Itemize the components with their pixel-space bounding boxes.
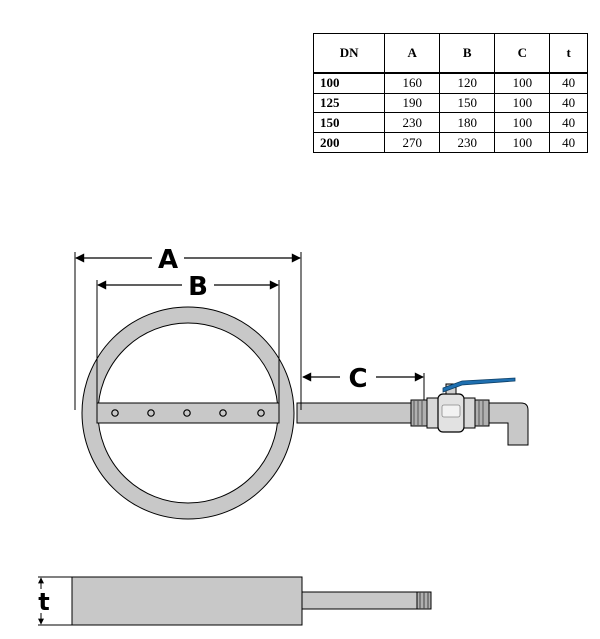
dimension-b: B	[96, 272, 280, 403]
dimension-a: A	[74, 245, 302, 410]
table-header-row: DN A B C t	[313, 33, 588, 73]
cell-a: 270	[384, 132, 440, 153]
dimensions-table: DN A B C t 100 160 120 100 40 125 190 15…	[313, 33, 588, 153]
cell-t: 40	[549, 93, 588, 113]
perforation-hole	[219, 409, 227, 417]
dimension-c: C	[302, 364, 425, 400]
cell-b: 150	[439, 93, 495, 113]
header-a: A	[384, 33, 440, 73]
ball-valve-icon	[410, 377, 516, 433]
cell-dn: 100	[320, 75, 340, 91]
table-row: 150 230 180 100 40	[313, 112, 588, 133]
perforation-hole	[257, 409, 265, 417]
header-c: C	[494, 33, 550, 73]
elbow-pipe	[488, 402, 529, 446]
cell-t: 40	[549, 132, 588, 153]
ring-side-view	[38, 576, 432, 626]
dimension-t: t	[34, 577, 50, 625]
label-t: t	[38, 588, 49, 616]
ring-top-view	[81, 306, 295, 520]
table-row: 200 270 230 100 40	[313, 132, 588, 153]
cell-b: 120	[439, 73, 495, 94]
perforation-hole	[147, 409, 155, 417]
table-row: 100 160 120 100 40	[313, 73, 588, 94]
label-b: B	[188, 272, 208, 302]
cell-c: 100	[494, 112, 550, 133]
cell-a: 230	[384, 112, 440, 133]
perforation-hole	[183, 409, 191, 417]
cell-dn: 150	[320, 114, 340, 130]
cell-c: 100	[494, 93, 550, 113]
cell-a: 160	[384, 73, 440, 94]
perforation-hole	[111, 409, 119, 417]
header-dn: DN	[339, 45, 359, 60]
outlet-pipe	[296, 402, 416, 424]
cell-dn: 200	[320, 134, 340, 150]
label-a: A	[158, 245, 178, 275]
cell-dn: 125	[320, 95, 340, 111]
cell-t: 40	[549, 73, 588, 94]
label-c: C	[348, 364, 367, 394]
perforated-bar	[96, 402, 280, 424]
cell-c: 100	[494, 73, 550, 94]
cell-t: 40	[549, 112, 588, 133]
header-t: t	[549, 33, 588, 73]
cell-b: 230	[439, 132, 495, 153]
table-row: 125 190 150 100 40	[313, 93, 588, 113]
header-b: B	[439, 33, 495, 73]
cell-b: 180	[439, 112, 495, 133]
cell-a: 190	[384, 93, 440, 113]
cell-c: 100	[494, 132, 550, 153]
